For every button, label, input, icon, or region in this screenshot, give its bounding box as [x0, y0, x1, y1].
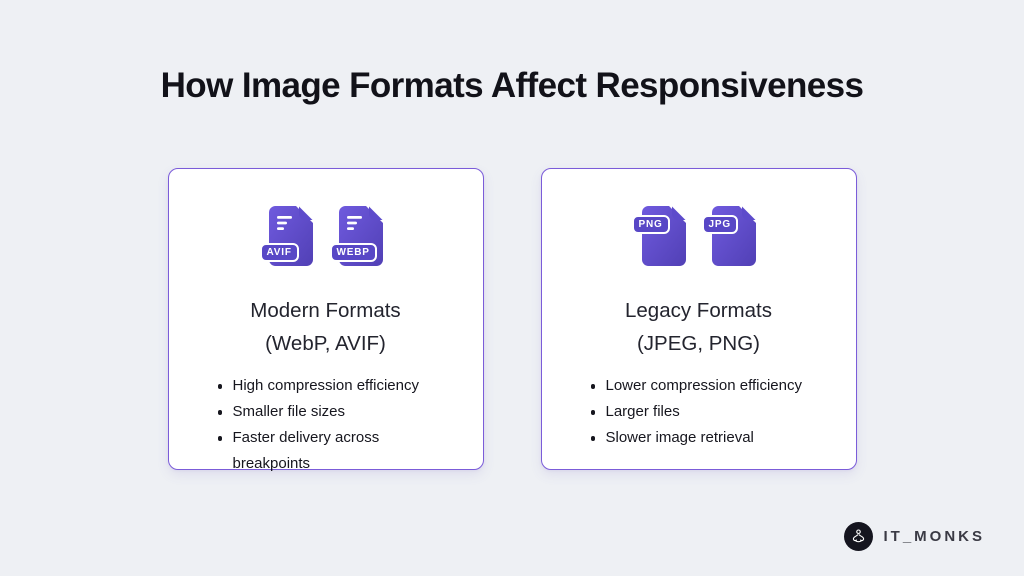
- bullet-item: Faster delivery across breakpoints: [217, 425, 459, 477]
- legacy-card-title-line1: Legacy Formats: [625, 299, 772, 322]
- modern-icons-row: AVIF WEBP: [193, 205, 459, 267]
- webp-file-icon: WEBP: [329, 205, 384, 267]
- legacy-card-title-line2: (JPEG, PNG): [636, 332, 760, 355]
- bullet-item: Smaller file sizes: [217, 399, 459, 425]
- modern-card-bullets: High compression efficiency Smaller file…: [193, 373, 459, 477]
- modern-card-title-line1: Modern Formats: [250, 299, 401, 322]
- modern-card-title-line2: (WebP, AVIF): [265, 332, 386, 355]
- png-format-badge: PNG: [631, 215, 670, 234]
- bullet-item: Larger files: [590, 399, 832, 425]
- brand-name: IT_MONKS: [883, 528, 985, 545]
- cards-row: AVIF WEBP Modern Formats (WebP, AVIF) Hi…: [0, 168, 1024, 472]
- png-file-icon: PNG: [631, 205, 687, 267]
- legacy-card-title: Legacy Formats (JPEG, PNG): [566, 294, 832, 360]
- bullet-item: High compression efficiency: [217, 373, 459, 399]
- card-modern-formats: AVIF WEBP Modern Formats (WebP, AVIF) Hi…: [167, 168, 484, 472]
- webp-format-badge: WEBP: [329, 243, 377, 262]
- legacy-card-bullets: Lower compression efficiency Larger file…: [566, 373, 832, 451]
- bullet-item: Slower image retrieval: [590, 425, 832, 451]
- jpg-file-icon: JPG: [701, 205, 757, 267]
- avif-format-badge: AVIF: [259, 243, 299, 262]
- jpg-format-badge: JPG: [701, 215, 738, 234]
- page-title: How Image Formats Affect Responsiveness: [160, 66, 864, 105]
- legacy-icons-row: PNG JPG: [566, 205, 832, 267]
- card-legacy-formats: PNG JPG Legacy Formats (JPEG, PNG) Lower…: [540, 168, 857, 470]
- bullet-item: Lower compression efficiency: [590, 373, 832, 399]
- monk-logo-icon: [844, 522, 874, 551]
- avif-file-icon: AVIF: [259, 205, 314, 267]
- brand-logo: IT_MONKS: [844, 522, 985, 551]
- modern-card-title: Modern Formats (WebP, AVIF): [193, 294, 459, 360]
